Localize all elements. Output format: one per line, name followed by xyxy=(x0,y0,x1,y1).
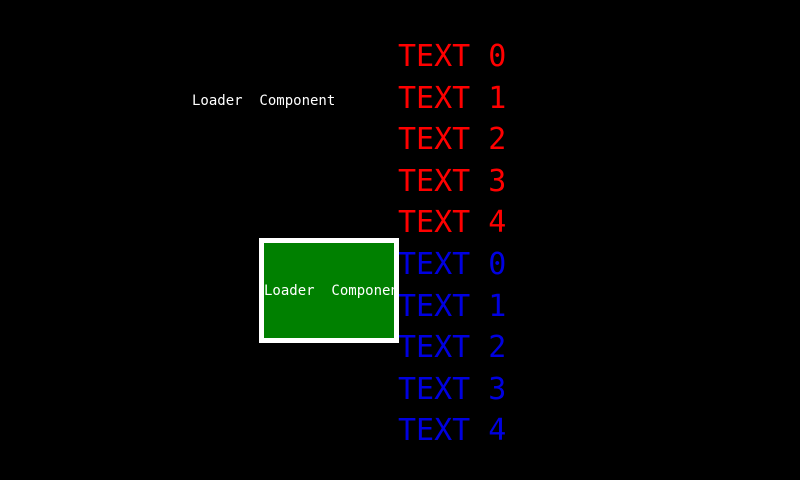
text-list-item[interactable]: TEXT 3 xyxy=(398,371,507,407)
text-list-item[interactable]: TEXT 4 xyxy=(398,205,507,241)
text-list-item[interactable]: TEXT 2 xyxy=(398,122,507,158)
text-list-item[interactable]: TEXT 4 xyxy=(398,413,507,449)
text-item-list: TEXT 0 TEXT 1 TEXT 2 TEXT 3 TEXT 4 TEXT … xyxy=(398,36,598,452)
text-list-item[interactable]: TEXT 1 xyxy=(398,288,507,324)
text-list-item[interactable]: TEXT 0 xyxy=(398,246,507,282)
text-list-item[interactable]: TEXT 1 xyxy=(398,80,507,116)
loader-component-box[interactable]: Loader Component xyxy=(259,238,399,343)
text-list-item[interactable]: TEXT 0 xyxy=(398,39,507,74)
loader-component-box-content: Loader Component xyxy=(264,243,394,338)
text-list-item[interactable]: TEXT 3 xyxy=(398,163,507,199)
loader-component-label-box: Loader Component xyxy=(264,282,394,299)
text-list-item[interactable]: TEXT 2 xyxy=(398,330,507,366)
loader-component-label-top: Loader Component xyxy=(192,93,336,109)
